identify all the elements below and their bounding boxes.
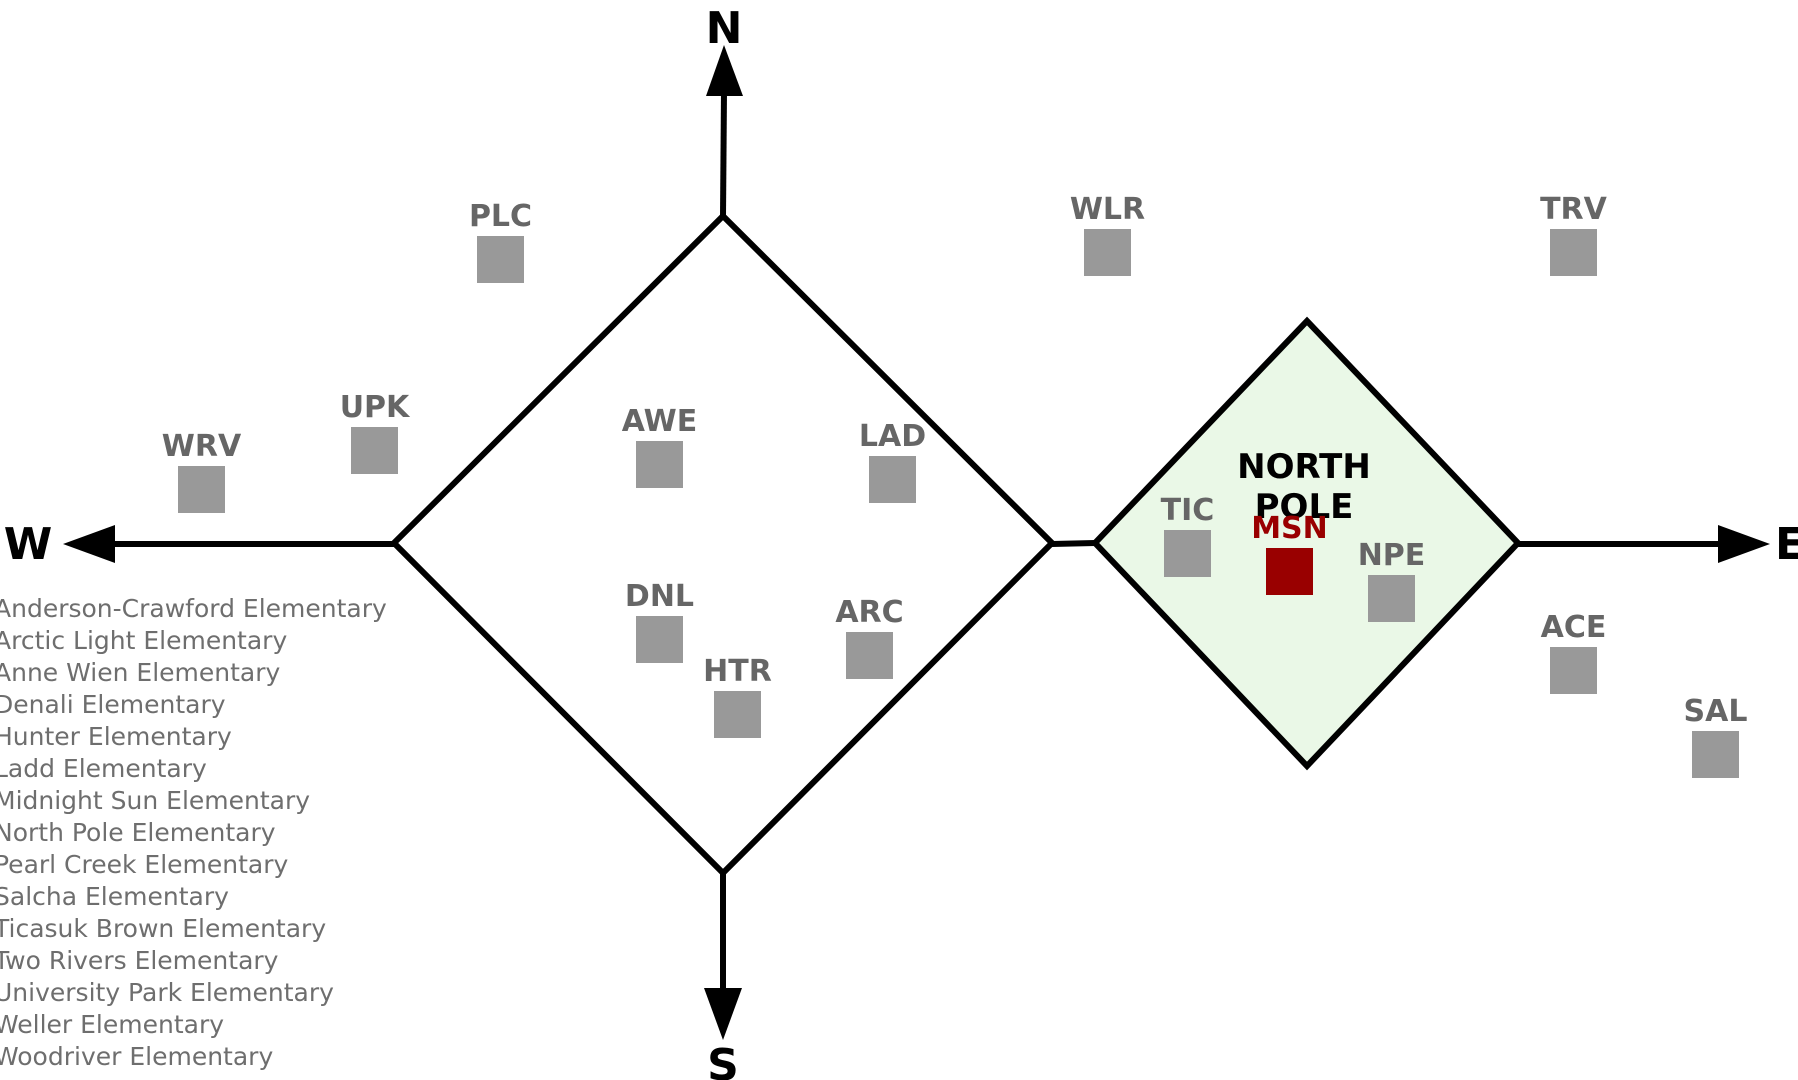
- school-marker: [869, 456, 916, 503]
- legend-item: Two Rivers Elementary: [0, 946, 279, 975]
- school-code-label: UPK: [340, 390, 411, 425]
- school-marker: [1368, 575, 1415, 622]
- legend-item: Woodriver Elementary: [0, 1042, 274, 1071]
- school-code-label: HTR: [703, 654, 772, 689]
- school-marker: [1550, 229, 1597, 276]
- school-code-label: TIC: [1161, 493, 1215, 528]
- school-marker: [714, 691, 761, 738]
- diamond-connector: [1051, 540, 1096, 547]
- north-arrowhead: [706, 45, 743, 96]
- school-htr: HTR: [703, 654, 772, 738]
- school-plc: PLC: [469, 199, 532, 283]
- school-code-label: LAD: [859, 419, 926, 454]
- school-wlr: WLR: [1070, 192, 1145, 276]
- north-pole-region: [1090, 316, 1523, 771]
- school-code-label: ACE: [1541, 610, 1607, 645]
- legend-item: Weller Elementary: [0, 1010, 225, 1039]
- north-axis-line: [720, 91, 727, 217]
- south-arrowhead: [704, 988, 742, 1040]
- school-marker: [178, 466, 225, 513]
- school-marker: [1164, 530, 1211, 577]
- legend-item: North Pole Elementary: [0, 818, 276, 847]
- school-dnl: DNL: [625, 579, 694, 663]
- region-title-line-1: NORTH: [1237, 447, 1371, 487]
- legend-item: Hunter Elementary: [0, 722, 232, 751]
- school-code-label: DNL: [625, 579, 694, 614]
- legend-item: Salcha Elementary: [0, 882, 229, 911]
- legend-item: Ticasuk Brown Elementary: [0, 914, 327, 943]
- south-label: S: [707, 1040, 739, 1080]
- legend-item: Anne Wien Elementary: [0, 658, 281, 687]
- school-upk: UPK: [340, 390, 411, 474]
- school-marker: [351, 427, 398, 474]
- school-code-label: MSN: [1251, 511, 1328, 546]
- north-label: N: [706, 3, 743, 54]
- school-marker: [636, 616, 683, 663]
- central-diamond: [389, 211, 1057, 878]
- east-arrowhead: [1718, 525, 1770, 563]
- school-trv: TRV: [1540, 192, 1608, 276]
- school-ace: ACE: [1541, 610, 1607, 694]
- school-code-label: SAL: [1684, 694, 1748, 729]
- west-arrowhead: [63, 525, 115, 563]
- school-markers: PLC WLR TRV UPK WRV AWE LAD DNL ARC HTR TIC MSN NPE A…: [162, 192, 1748, 778]
- legend-item: Ladd Elementary: [0, 754, 207, 783]
- legend-item: Denali Elementary: [0, 690, 226, 719]
- school-code-label: ARC: [835, 595, 903, 630]
- school-code-label: TRV: [1540, 192, 1608, 227]
- school-wrv: WRV: [162, 429, 242, 513]
- school-lad: LAD: [859, 419, 926, 503]
- legend-item: Anderson-Crawford Elementary: [0, 594, 387, 623]
- school-code-label: PLC: [469, 199, 532, 234]
- legend-item: Midnight Sun Elementary: [0, 786, 311, 815]
- school-code-label: WRV: [162, 429, 242, 464]
- legend-item: University Park Elementary: [0, 978, 334, 1007]
- school-tic: TIC: [1161, 493, 1215, 577]
- west-label: W: [4, 519, 53, 570]
- school-msn: MSN: [1251, 511, 1328, 595]
- school-code-label: WLR: [1070, 192, 1145, 227]
- school-arc: ARC: [835, 595, 904, 679]
- school-marker: [1550, 647, 1597, 694]
- school-code-label: AWE: [622, 404, 697, 439]
- school-marker: [477, 236, 524, 283]
- legend-item: Arctic Light Elementary: [0, 626, 288, 655]
- school-marker: [1084, 229, 1131, 276]
- school-marker: [1266, 548, 1313, 595]
- school-npe: NPE: [1358, 538, 1426, 622]
- region-title-line-2: POLE: [1255, 487, 1354, 527]
- school-marker: [1692, 731, 1739, 778]
- school-marker: [846, 632, 893, 679]
- school-code-label: NPE: [1358, 538, 1426, 573]
- east-label: E: [1775, 519, 1798, 570]
- legend-item: Pearl Creek Elementary: [0, 850, 289, 879]
- school-awe: AWE: [622, 404, 697, 488]
- school-legend: Anderson-Crawford Elementary Arctic Ligh…: [0, 593, 387, 1073]
- school-sal: SAL: [1684, 694, 1748, 778]
- school-marker: [636, 441, 683, 488]
